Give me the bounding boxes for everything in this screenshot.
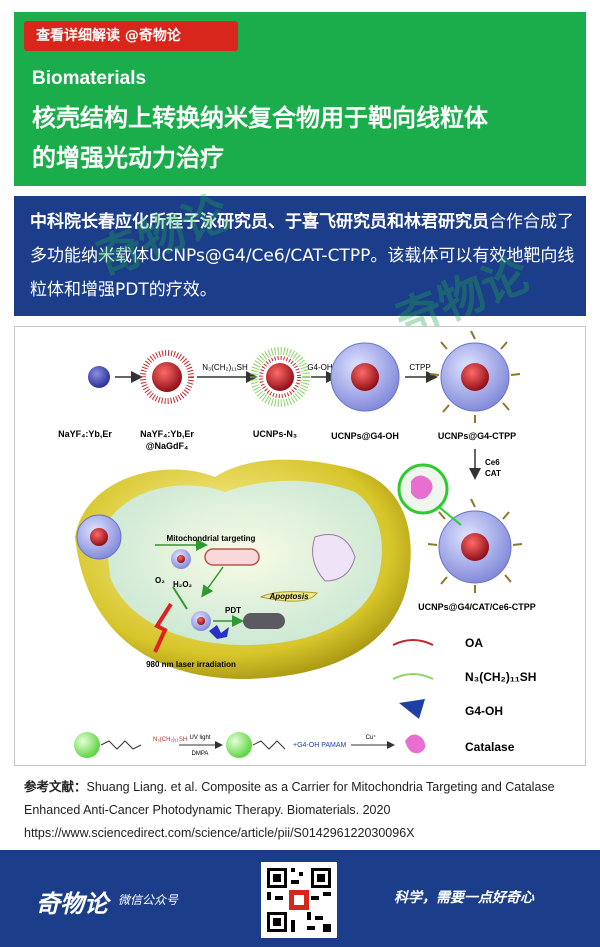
title-line-1: 核壳结构上转换纳米复合物用于靶向线粒体 <box>32 104 488 132</box>
journal-name: Biomaterials <box>32 68 147 89</box>
label-dmpa: DMPA <box>192 751 209 757</box>
article-title: 核壳结构上转换纳米复合物用于靶向线粒体 的增强光动力治疗 <box>32 98 572 178</box>
graphical-abstract: N₃(CH₂)₁₁SH G4-OH CTPP NaYF₄:Yb,Er NaYF₄… <box>14 326 586 766</box>
label-mito: Mitochondrial targeting <box>167 534 256 543</box>
label-uv: UV light <box>189 735 210 741</box>
label-ucnps-n3: UCNPs-N₃ <box>253 429 297 439</box>
slogan: 科学，需要一点好奇心 <box>394 890 534 906</box>
reference-url[interactable]: https://www.sciencedirect.com/science/ar… <box>24 826 415 840</box>
reference-text: Shuang Liang. et al. Composite as a Carr… <box>24 780 555 817</box>
label-pdt: PDT <box>225 606 241 615</box>
final-particle <box>397 463 523 593</box>
detail-badge[interactable]: 查看详细解读 @奇物论 <box>24 21 238 51</box>
summary-body: 合作合成了多功能纳米载体UCNPs@G4/Ce6/CAT-CTPP。该载体可以有… <box>30 212 575 300</box>
ucnps-g4-particle <box>330 342 400 412</box>
legend-label: OA <box>465 636 483 650</box>
arrow1-label: N₃(CH₂)₁₁SH <box>202 363 248 372</box>
summary-authors: 中科院长春应化所程子泳研究员、于喜飞研究员和林君研究员 <box>30 212 489 232</box>
legend-oa-swatch <box>392 639 434 646</box>
title-line-2: 的增强光动力治疗 <box>32 144 224 172</box>
core-particle <box>88 366 110 388</box>
label-cu: Cu⁺ <box>366 734 377 741</box>
ucnps-ctpp-particle <box>429 330 521 423</box>
ucnps-n3-particle <box>250 347 310 407</box>
arrow4a-label: Ce6 <box>485 458 500 467</box>
label-o2: O₂ <box>155 576 165 585</box>
legend-label: Catalase <box>465 740 515 754</box>
figure-svg: N₃(CH₂)₁₁SH G4-OH CTPP NaYF₄:Yb,Er NaYF₄… <box>58 330 536 758</box>
brand-name: 奇物论 <box>36 889 108 918</box>
legend-label: G4-OH <box>465 704 503 718</box>
label-shell-a: NaYF₄:Yb,Er <box>140 429 194 439</box>
legend-g4-swatch <box>399 699 425 719</box>
label-g4pamam: +G4-OH PAMAM <box>293 742 347 749</box>
core-shell-particle <box>140 350 194 404</box>
label-laser: 980 nm laser irradiation <box>146 660 236 669</box>
arrow3-label: CTPP <box>409 363 430 372</box>
reference-label: 参考文献： <box>24 780 87 794</box>
reaction-scheme: N₃(CH₂)₁₁SH UV light DMPA +G4-OH PAMAM C… <box>74 732 395 758</box>
cell-illustration <box>75 459 411 679</box>
arrow4b-label: CAT <box>485 469 501 478</box>
legend-n3-swatch <box>392 673 434 680</box>
label-core: NaYF₄:Yb,Er <box>58 429 112 439</box>
legend-catalase-swatch <box>405 734 426 754</box>
label-shell-b: @NaGdF₄ <box>146 441 189 451</box>
brand-sub: 微信公众号 <box>118 893 179 907</box>
label-n3-chain: N₃(CH₂)₁₁SH <box>153 737 187 743</box>
label-ucnps-ctpp: UCNPs@G4-CTPP <box>438 431 516 441</box>
arrow2-label: G4-OH <box>307 363 333 372</box>
legend: OA N₃(CH₂)₁₁SH G4-OH Catalase <box>392 636 536 754</box>
summary-panel <box>14 196 586 316</box>
summary-text: 中科院长春应化所程子泳研究员、于喜飞研究员和林君研究员合作合成了多功能纳米载体U… <box>30 205 578 307</box>
qr-code-icon[interactable] <box>261 862 337 938</box>
reference: 参考文献：Shuang Liang. et al. Composite as a… <box>24 776 584 845</box>
label-ucnps-g4: UCNPs@G4-OH <box>331 431 399 441</box>
label-apoptosis: Apoptosis <box>268 592 309 601</box>
label-h2o2: H₂O₂ <box>173 580 193 589</box>
label-final: UCNPs@G4/CAT/Ce6-CTPP <box>418 602 536 612</box>
legend-label: N₃(CH₂)₁₁SH <box>465 670 536 684</box>
